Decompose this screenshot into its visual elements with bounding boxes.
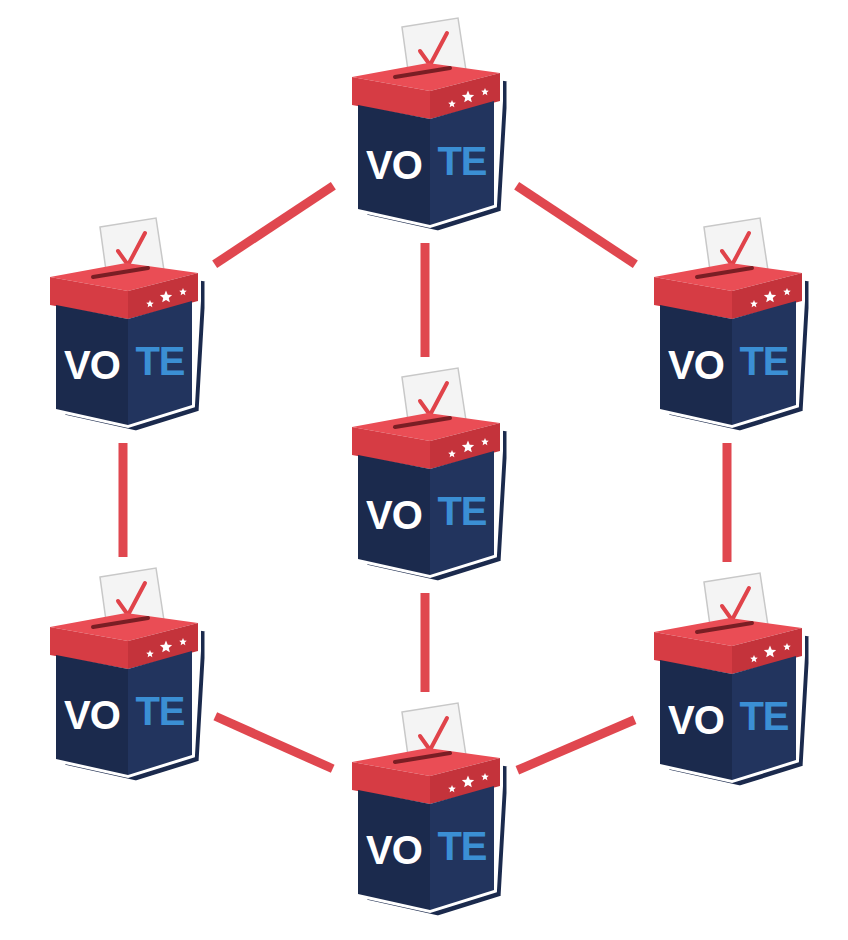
- box-outline: [352, 413, 500, 575]
- connector-line: [421, 243, 430, 357]
- star-icon: [448, 785, 456, 792]
- star-icon: [146, 300, 154, 307]
- connector-line: [517, 720, 634, 770]
- box-face-right: [430, 451, 494, 575]
- star-icon: [750, 300, 758, 307]
- box-face-left: [358, 790, 430, 910]
- connector-line: [119, 443, 128, 557]
- ballot-slot: [697, 623, 752, 632]
- star-icon: [750, 655, 758, 662]
- box-label: TE: [732, 694, 796, 738]
- box-face-left: [358, 455, 430, 575]
- star-icon: [146, 650, 154, 657]
- box-label: TE: [430, 139, 494, 183]
- ballot-slot: [395, 753, 450, 762]
- ballot-box-icon: [642, 570, 812, 790]
- ballot-box-icon: [642, 215, 812, 435]
- box-outline: [654, 263, 802, 425]
- box-outline: [352, 63, 500, 225]
- connector-line: [517, 186, 636, 265]
- star-icon: [783, 288, 791, 295]
- box-face-left: [358, 105, 430, 225]
- star-icon: [160, 291, 172, 303]
- star-icon: [481, 438, 489, 445]
- box-face-right: [732, 656, 796, 780]
- box-label: VO: [660, 698, 732, 742]
- star-icon: [764, 646, 776, 658]
- check-mark: [118, 583, 145, 615]
- check-mark: [420, 33, 447, 65]
- connector-line: [215, 716, 332, 768]
- ballot-box: VOTE: [340, 15, 510, 235]
- ballot-box-icon: [340, 700, 510, 920]
- ballot-box-icon: [38, 565, 208, 785]
- star-icon: [179, 288, 187, 295]
- star-icon: [462, 441, 474, 453]
- box-outline: [654, 618, 802, 780]
- box-label: TE: [430, 824, 494, 868]
- box-label: VO: [358, 828, 430, 872]
- box-label: VO: [56, 693, 128, 737]
- star-icon: [448, 100, 456, 107]
- ballot-slot: [697, 268, 752, 277]
- connector-line: [723, 443, 732, 562]
- box-face-right: [430, 786, 494, 910]
- star-icon: [462, 776, 474, 788]
- box-label: TE: [128, 339, 192, 383]
- check-mark: [420, 718, 447, 750]
- box-outline: [50, 613, 198, 775]
- box-face-left: [56, 305, 128, 425]
- ballot-slot: [395, 418, 450, 427]
- star-icon: [481, 88, 489, 95]
- box-label: VO: [358, 143, 430, 187]
- star-icon: [462, 91, 474, 103]
- box-face-right: [732, 301, 796, 425]
- ballot-slot: [93, 268, 148, 277]
- box-face-left: [660, 660, 732, 780]
- ballot-box: VOTE: [340, 700, 510, 920]
- check-mark: [118, 233, 145, 265]
- box-face-left: [660, 305, 732, 425]
- ballot-slot: [93, 618, 148, 627]
- ballot-slot: [395, 68, 450, 77]
- box-label: TE: [128, 689, 192, 733]
- check-mark: [722, 588, 749, 620]
- star-icon: [764, 291, 776, 303]
- ballot-box: VOTE: [38, 215, 208, 435]
- star-icon: [783, 643, 791, 650]
- connector-line: [215, 186, 334, 265]
- ballot-box-icon: [340, 15, 510, 235]
- box-label: TE: [732, 339, 796, 383]
- ballot-box-icon: [38, 215, 208, 435]
- box-face-right: [128, 301, 192, 425]
- ballot-box: VOTE: [642, 215, 812, 435]
- connector-line: [421, 593, 430, 692]
- box-label: VO: [660, 343, 732, 387]
- box-face-right: [128, 651, 192, 775]
- box-face-right: [430, 101, 494, 225]
- check-mark: [420, 383, 447, 415]
- star-icon: [179, 638, 187, 645]
- box-outline: [50, 263, 198, 425]
- star-icon: [481, 773, 489, 780]
- ballot-box-icon: [340, 365, 510, 585]
- star-icon: [448, 450, 456, 457]
- box-label: TE: [430, 489, 494, 533]
- check-mark: [722, 233, 749, 265]
- box-label: VO: [358, 493, 430, 537]
- box-face-left: [56, 655, 128, 775]
- ballot-box: VOTE: [340, 365, 510, 585]
- ballot-box: VOTE: [38, 565, 208, 785]
- star-icon: [160, 641, 172, 653]
- box-outline: [352, 748, 500, 910]
- box-label: VO: [56, 343, 128, 387]
- ballot-box: VOTE: [642, 570, 812, 790]
